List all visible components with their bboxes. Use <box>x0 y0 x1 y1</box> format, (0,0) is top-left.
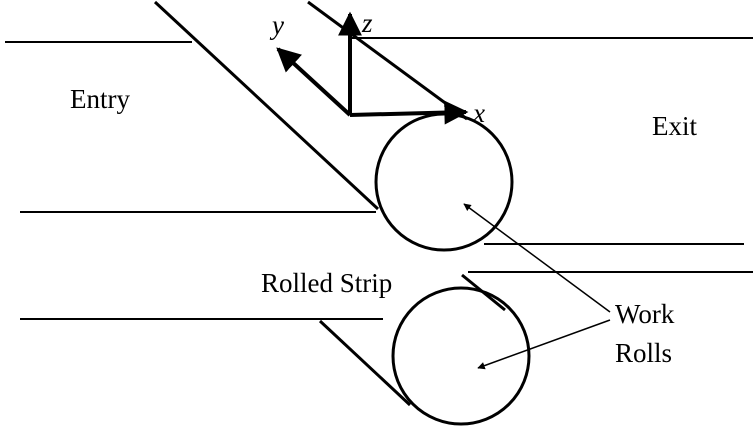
x-axis-arrow <box>349 100 469 125</box>
x-axis-label: x <box>472 98 485 128</box>
entry-label: Entry <box>70 84 130 114</box>
y-axis-label: y <box>269 10 284 40</box>
exit-diagonal-guide-line <box>307 0 468 121</box>
exit-label: Exit <box>652 111 697 141</box>
work-rolls-pointer-lower <box>477 319 611 370</box>
upper-work-roll <box>374 112 514 252</box>
upper-diagonal-guide-line <box>153 0 380 211</box>
work-rolls-pointer-upper <box>463 203 611 313</box>
work-rolls-label-line2: Rolls <box>615 338 672 368</box>
z-axis-label: z <box>361 8 373 38</box>
lower-roll-diagonal-line <box>318 319 412 407</box>
y-axis-arrow <box>276 47 352 117</box>
work-rolls-label-line1: Work <box>615 299 675 329</box>
rolled-strip-label: Rolled Strip <box>261 268 392 298</box>
lower-work-roll <box>391 286 531 426</box>
